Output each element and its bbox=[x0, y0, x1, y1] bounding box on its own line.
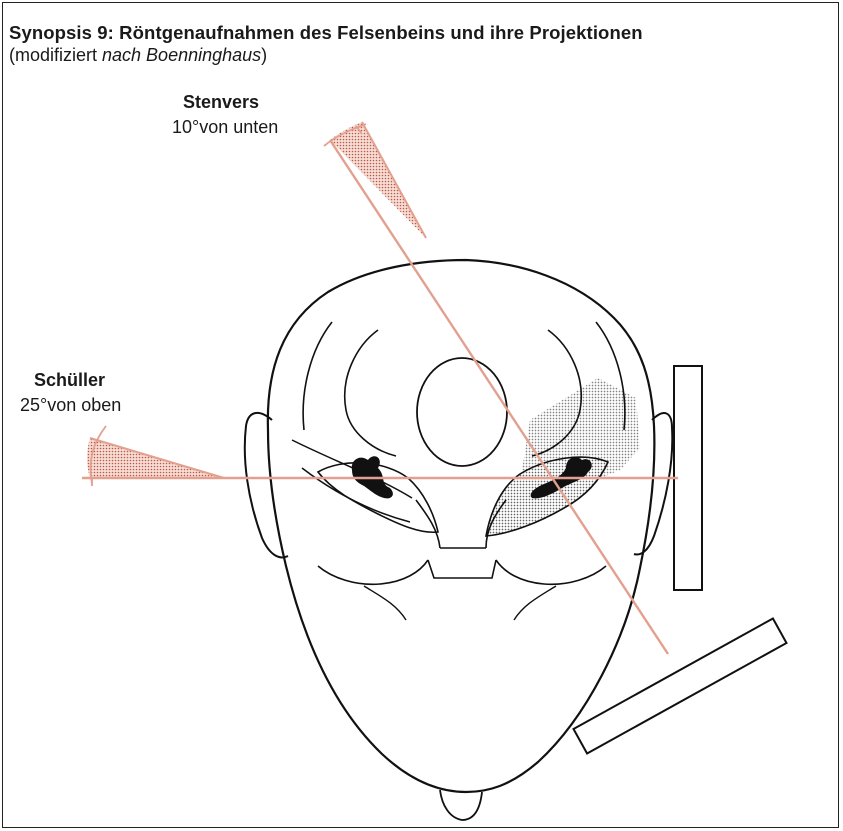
left-ear bbox=[245, 413, 288, 558]
chin bbox=[440, 790, 482, 820]
maxilla-right bbox=[496, 560, 606, 584]
maxilla-left bbox=[318, 560, 428, 584]
detector-plate-oblique bbox=[574, 618, 787, 753]
maxilla-center bbox=[428, 560, 496, 578]
inner-fossa-line-left-inner bbox=[345, 330, 396, 456]
inner-fossa-line-left-outer bbox=[303, 322, 332, 430]
stenvers-beam-wedge bbox=[330, 122, 426, 238]
maxilla-lower-right bbox=[514, 586, 556, 620]
maxilla-lower-left bbox=[364, 586, 406, 620]
detector-plate-vertical bbox=[674, 366, 702, 590]
foramen-magnum bbox=[417, 358, 507, 466]
